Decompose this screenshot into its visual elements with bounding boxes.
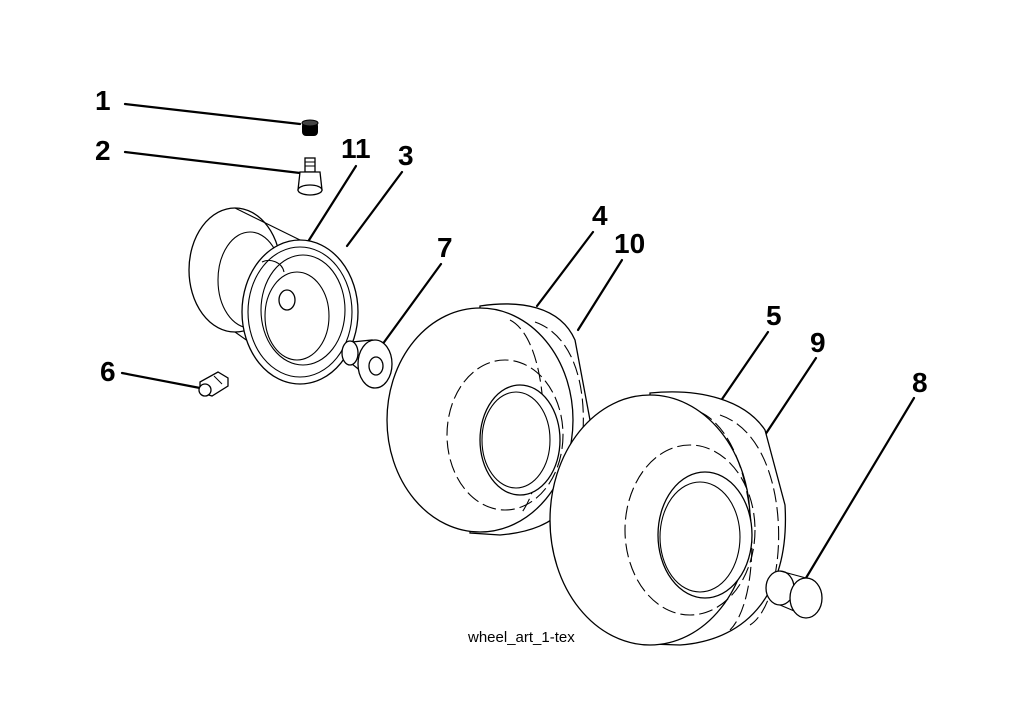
callout-6: 6	[100, 356, 116, 387]
leader-6	[120, 371, 202, 390]
callout-4: 4	[592, 200, 608, 231]
callout-1: 1	[95, 85, 111, 116]
bushing	[341, 339, 393, 389]
front-tire	[386, 303, 591, 536]
leader-2	[123, 150, 302, 175]
leader-7	[380, 262, 443, 347]
leader-9	[761, 356, 818, 440]
callout-3: 3	[398, 140, 414, 171]
callout-9: 9	[810, 327, 826, 358]
leader-3	[345, 170, 404, 248]
diagram-caption: wheel_art_1-tex	[467, 629, 575, 646]
callout-2: 2	[95, 135, 111, 166]
hub-cap	[765, 570, 823, 619]
leader-5	[716, 330, 770, 407]
valve-cap	[301, 119, 319, 136]
valve-stem	[297, 157, 323, 196]
rear-tire	[549, 391, 787, 646]
callout-10: 10	[614, 228, 645, 259]
leader-10	[576, 258, 624, 332]
callout-7: 7	[437, 232, 453, 263]
wheel-rim	[188, 207, 359, 385]
leader-8	[804, 396, 916, 580]
callout-5: 5	[766, 300, 782, 331]
callout-11: 11	[341, 133, 371, 164]
leader-1	[123, 102, 302, 126]
wheel-bolt	[198, 371, 229, 397]
leader-4	[535, 230, 595, 308]
leader-11	[302, 164, 358, 250]
callout-8: 8	[912, 367, 928, 398]
